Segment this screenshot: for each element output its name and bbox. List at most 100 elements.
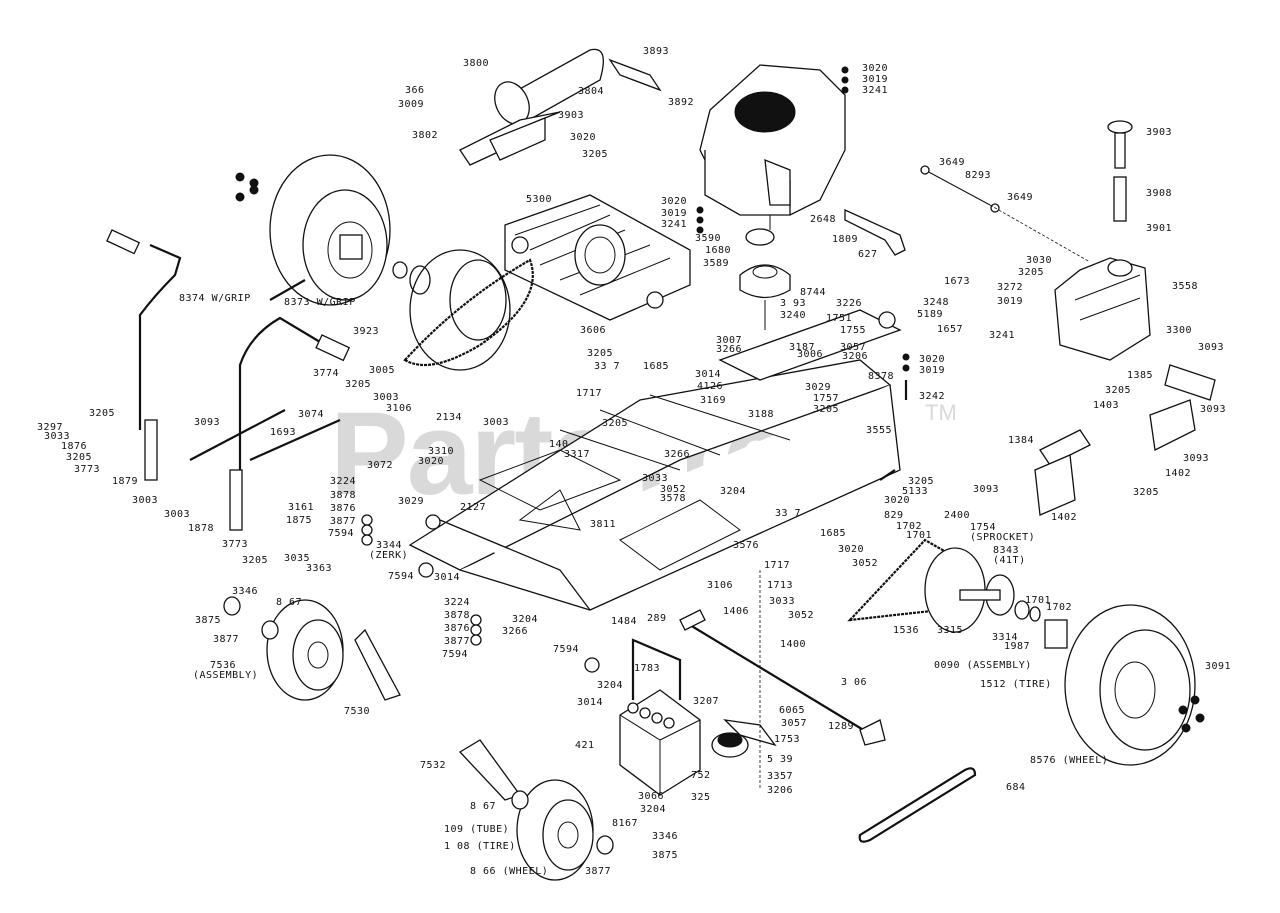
part-label[interactable]: 1693 [270, 427, 297, 438]
part-label[interactable]: 1406 [723, 606, 750, 617]
part-label[interactable]: 3310 [428, 446, 455, 457]
part-label[interactable]: 3106 [707, 580, 734, 591]
part-label[interactable]: 2127 [460, 502, 487, 513]
part-label[interactable]: 3206 [767, 785, 794, 796]
part-label[interactable]: 1673 [944, 276, 971, 287]
part-label[interactable]: 3266 [664, 449, 691, 460]
part-label[interactable]: 3205 [89, 408, 116, 419]
part-label[interactable]: 3 93 [780, 298, 807, 309]
part-label[interactable]: 1809 [832, 234, 859, 245]
part-label[interactable]: 1402 [1051, 512, 1078, 523]
part-label[interactable]: 3877 [444, 636, 471, 647]
part-label[interactable]: 7536 [210, 660, 237, 671]
part-label[interactable]: 3005 [369, 365, 396, 376]
part-label[interactable]: 3357 [767, 771, 794, 782]
part-label[interactable]: 3773 [74, 464, 101, 475]
part-label[interactable]: 289 [647, 613, 667, 624]
part-label[interactable]: 3205 [1105, 385, 1132, 396]
part-label[interactable]: 8373 W/GRIP [284, 297, 356, 308]
part-label[interactable]: 7532 [420, 760, 447, 771]
part-label[interactable]: 3272 [997, 282, 1024, 293]
part-label[interactable]: 1783 [634, 663, 661, 674]
part-label[interactable]: 325 [691, 792, 711, 803]
part-label[interactable]: 3314 [992, 632, 1019, 643]
part-label[interactable]: 3892 [668, 97, 695, 108]
part-label[interactable]: 3066 [638, 791, 665, 802]
part-label[interactable]: 3052 [852, 558, 879, 569]
part-label[interactable]: 3804 [578, 86, 605, 97]
part-label[interactable]: 3205 [813, 404, 840, 415]
part-label[interactable]: 3074 [298, 409, 325, 420]
part-label[interactable]: 3033 [769, 596, 796, 607]
part-label[interactable]: 3106 [386, 403, 413, 414]
part-label[interactable]: 3300 [1166, 325, 1193, 336]
part-label[interactable]: 1751 [826, 313, 853, 324]
part-label[interactable]: 1403 [1093, 400, 1120, 411]
part-label[interactable]: 1289 [828, 721, 855, 732]
part-label[interactable]: 3576 [733, 540, 760, 551]
part-label[interactable]: 3204 [640, 804, 667, 815]
part-label[interactable]: 3875 [195, 615, 222, 626]
part-label[interactable]: 3297 [37, 422, 64, 433]
part-label[interactable]: 3877 [330, 516, 357, 527]
part-label[interactable]: 1757 [813, 393, 840, 404]
part-label[interactable]: 8 66 (WHEEL) [470, 866, 549, 877]
part-label[interactable]: 3020 [919, 354, 946, 365]
part-label[interactable]: 3878 [330, 490, 357, 501]
part-label[interactable]: 8744 [800, 287, 827, 298]
part-label[interactable]: 3205 [1018, 267, 1045, 278]
part-label[interactable]: 366 [405, 85, 425, 96]
part-label[interactable]: 3188 [748, 409, 775, 420]
part-label[interactable]: 1702 [1046, 602, 1073, 613]
part-label[interactable]: 1685 [643, 361, 670, 372]
part-label[interactable]: 3649 [1007, 192, 1034, 203]
part-label[interactable]: 1484 [611, 616, 638, 627]
part-label[interactable]: 8343 [993, 545, 1020, 556]
part-label[interactable]: 3205 [602, 418, 629, 429]
part-label[interactable]: (ASSEMBLY) [193, 670, 259, 681]
part-label[interactable]: 3029 [805, 382, 832, 393]
part-label[interactable]: 3035 [284, 553, 311, 564]
part-label[interactable]: 3020 [862, 63, 889, 74]
part-label[interactable]: 8374 W/GRIP [179, 293, 251, 304]
part-label[interactable]: 7530 [344, 706, 371, 717]
part-label[interactable]: 1701 [1025, 595, 1052, 606]
part-label[interactable]: 2134 [436, 412, 463, 423]
part-label[interactable]: 3033 [642, 473, 669, 484]
part-label[interactable]: 1384 [1008, 435, 1035, 446]
part-label[interactable]: 3317 [564, 449, 591, 460]
part-label[interactable]: 627 [858, 249, 878, 260]
part-label[interactable]: 3876 [444, 623, 471, 634]
part-label[interactable]: 2648 [810, 214, 837, 225]
part-label[interactable]: 1385 [1127, 370, 1154, 381]
part-label[interactable]: 8293 [965, 170, 992, 181]
part-label[interactable]: 3006 [797, 349, 824, 360]
part-label[interactable]: 140 [549, 439, 569, 450]
part-label[interactable]: 3020 [570, 132, 597, 143]
part-label[interactable]: 0090 (ASSEMBLY) [934, 660, 1032, 671]
part-label[interactable]: 3266 [502, 626, 529, 637]
part-label[interactable]: 3876 [330, 503, 357, 514]
part-label[interactable]: 8167 [612, 818, 639, 829]
part-label[interactable]: 3589 [703, 258, 730, 269]
part-label[interactable]: 4126 [697, 381, 724, 392]
part-label[interactable]: 3014 [434, 572, 461, 583]
part-label[interactable]: 1536 [893, 625, 920, 636]
part-label[interactable]: 1717 [576, 388, 603, 399]
part-label[interactable]: 3205 [1133, 487, 1160, 498]
part-label[interactable]: 7594 [442, 649, 469, 660]
part-label[interactable]: 3029 [398, 496, 425, 507]
part-label[interactable]: 3205 [587, 348, 614, 359]
part-label[interactable]: 1875 [286, 515, 313, 526]
part-label[interactable]: 3003 [373, 392, 400, 403]
part-label[interactable]: 3 06 [841, 677, 868, 688]
part-label[interactable]: 3014 [695, 369, 722, 380]
part-label[interactable]: 3242 [919, 391, 946, 402]
part-label[interactable]: 3800 [463, 58, 490, 69]
part-label[interactable]: 1755 [840, 325, 867, 336]
part-label[interactable]: 1680 [705, 245, 732, 256]
part-label[interactable]: 3204 [512, 614, 539, 625]
part-label[interactable]: 8 67 [470, 801, 497, 812]
part-label[interactable]: 1713 [767, 580, 794, 591]
part-label[interactable]: 3161 [288, 502, 315, 513]
